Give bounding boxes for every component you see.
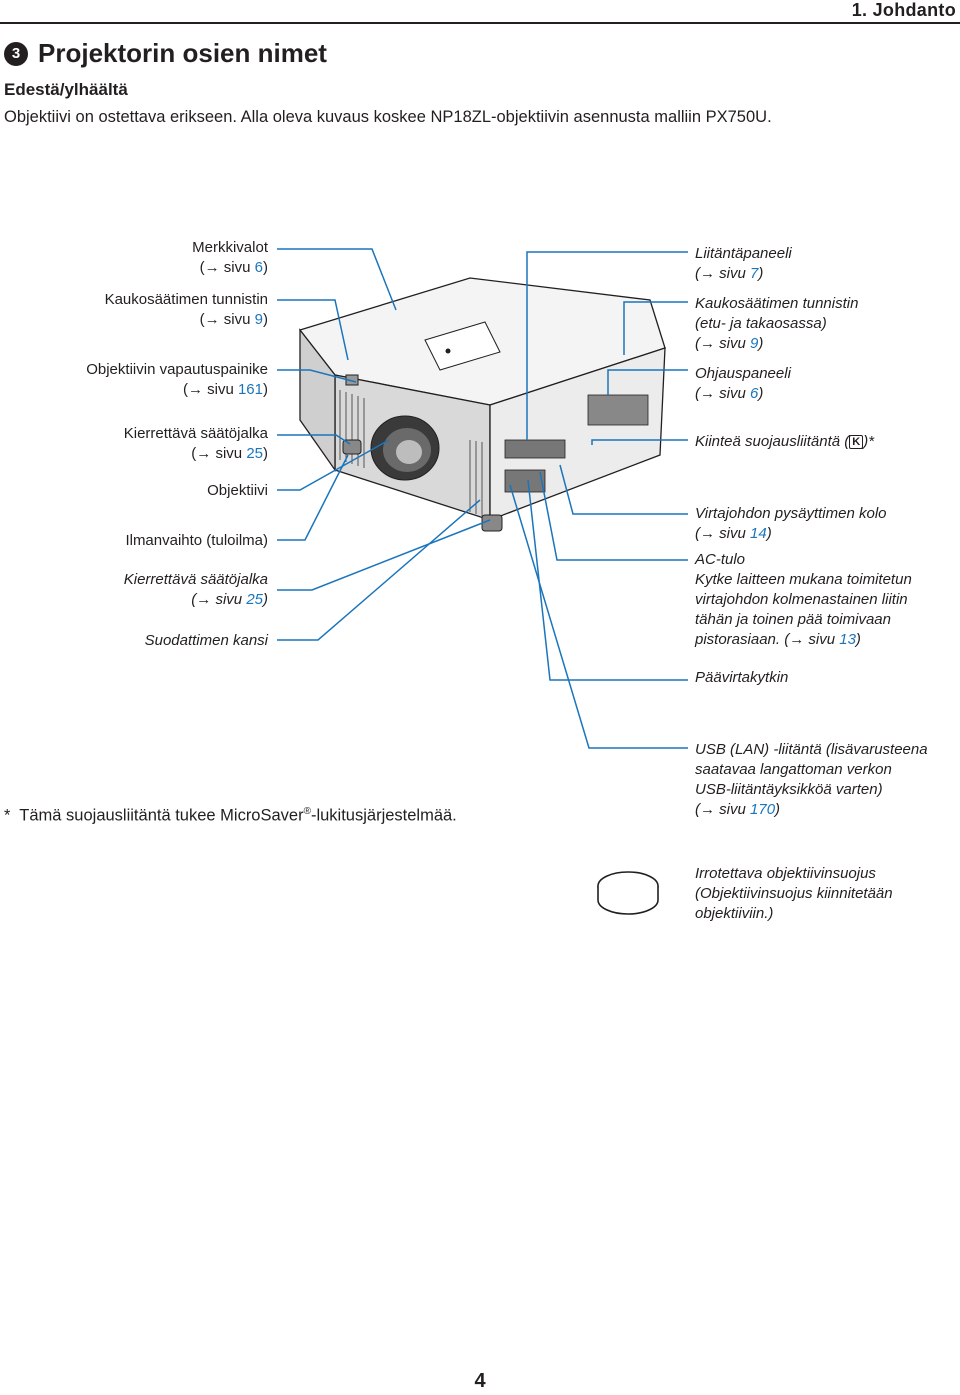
label-remote-sensor-right: Kaukosäätimen tunnistin (etu- ja takaosa… <box>695 295 859 352</box>
label-ac-in: AC-tulo Kytke laitteen mukana toimitetun… <box>695 551 912 648</box>
lock-icon: K <box>849 435 864 449</box>
section-subtitle: Edestä/ylhäältä <box>4 80 128 99</box>
label-usb-lan: USB (LAN) -liitäntä (lisävarusteena saat… <box>695 741 928 818</box>
label-cord-stopper: Virtajohdon pysäyttimen kolo (→ sivu 14) <box>695 505 887 542</box>
label-lens: Objektiivi <box>207 482 268 499</box>
chapter-title: 1. Johdanto <box>851 0 956 20</box>
section-title: 3 Projektorin osien nimet <box>4 38 327 69</box>
footnote: * Tämä suojausliitäntä tukee MicroSaver®… <box>4 806 457 825</box>
label-terminal-panel: Liitäntäpaneeli (→ sivu 7) <box>695 245 792 282</box>
terminal-panel <box>504 394 649 493</box>
lens <box>370 415 440 481</box>
label-lens-cap: Irrotettava objektiivinsuojus (Objektiiv… <box>695 865 893 922</box>
intake-grille <box>339 390 483 516</box>
label-adjustable-foot-2: Kierrettävä säätöjalka (→ sivu 25) <box>123 571 268 608</box>
label-lens-release: Objektiivin vapautuspainike (→ sivu 161) <box>86 361 268 398</box>
label-main-power: Päävirtakytkin <box>695 669 789 686</box>
label-filter-cover: Suodattimen kansi <box>144 632 268 649</box>
section-title-text: Projektorin osien nimet <box>38 38 327 68</box>
leader-lines <box>277 248 688 749</box>
label-remote-sensor-left: Kaukosäätimen tunnistin (→ sivu 9) <box>104 291 268 328</box>
label-adjustable-foot-1: Kierrettävä säätöjalka (→ sivu 25) <box>123 425 268 462</box>
page-number: 4 <box>474 1370 486 1392</box>
header-rule <box>0 22 960 24</box>
top-cover <box>424 321 501 371</box>
label-control-panel: Ohjauspaneeli (→ sivu 6) <box>695 365 791 402</box>
section-number-badge: 3 <box>4 41 28 66</box>
lens-cap-illustration <box>597 871 659 915</box>
intro-text: Objektiivi on ostettava erikseen. Alla o… <box>4 108 772 126</box>
label-security-slot: Kiinteä suojausliitäntä (K)* <box>695 433 875 450</box>
label-intake: Ilmanvaihto (tuloilma) <box>125 532 268 549</box>
adjustable-feet <box>342 439 503 532</box>
label-indicators: Merkkivalot (→ sivu 6) <box>192 239 268 276</box>
